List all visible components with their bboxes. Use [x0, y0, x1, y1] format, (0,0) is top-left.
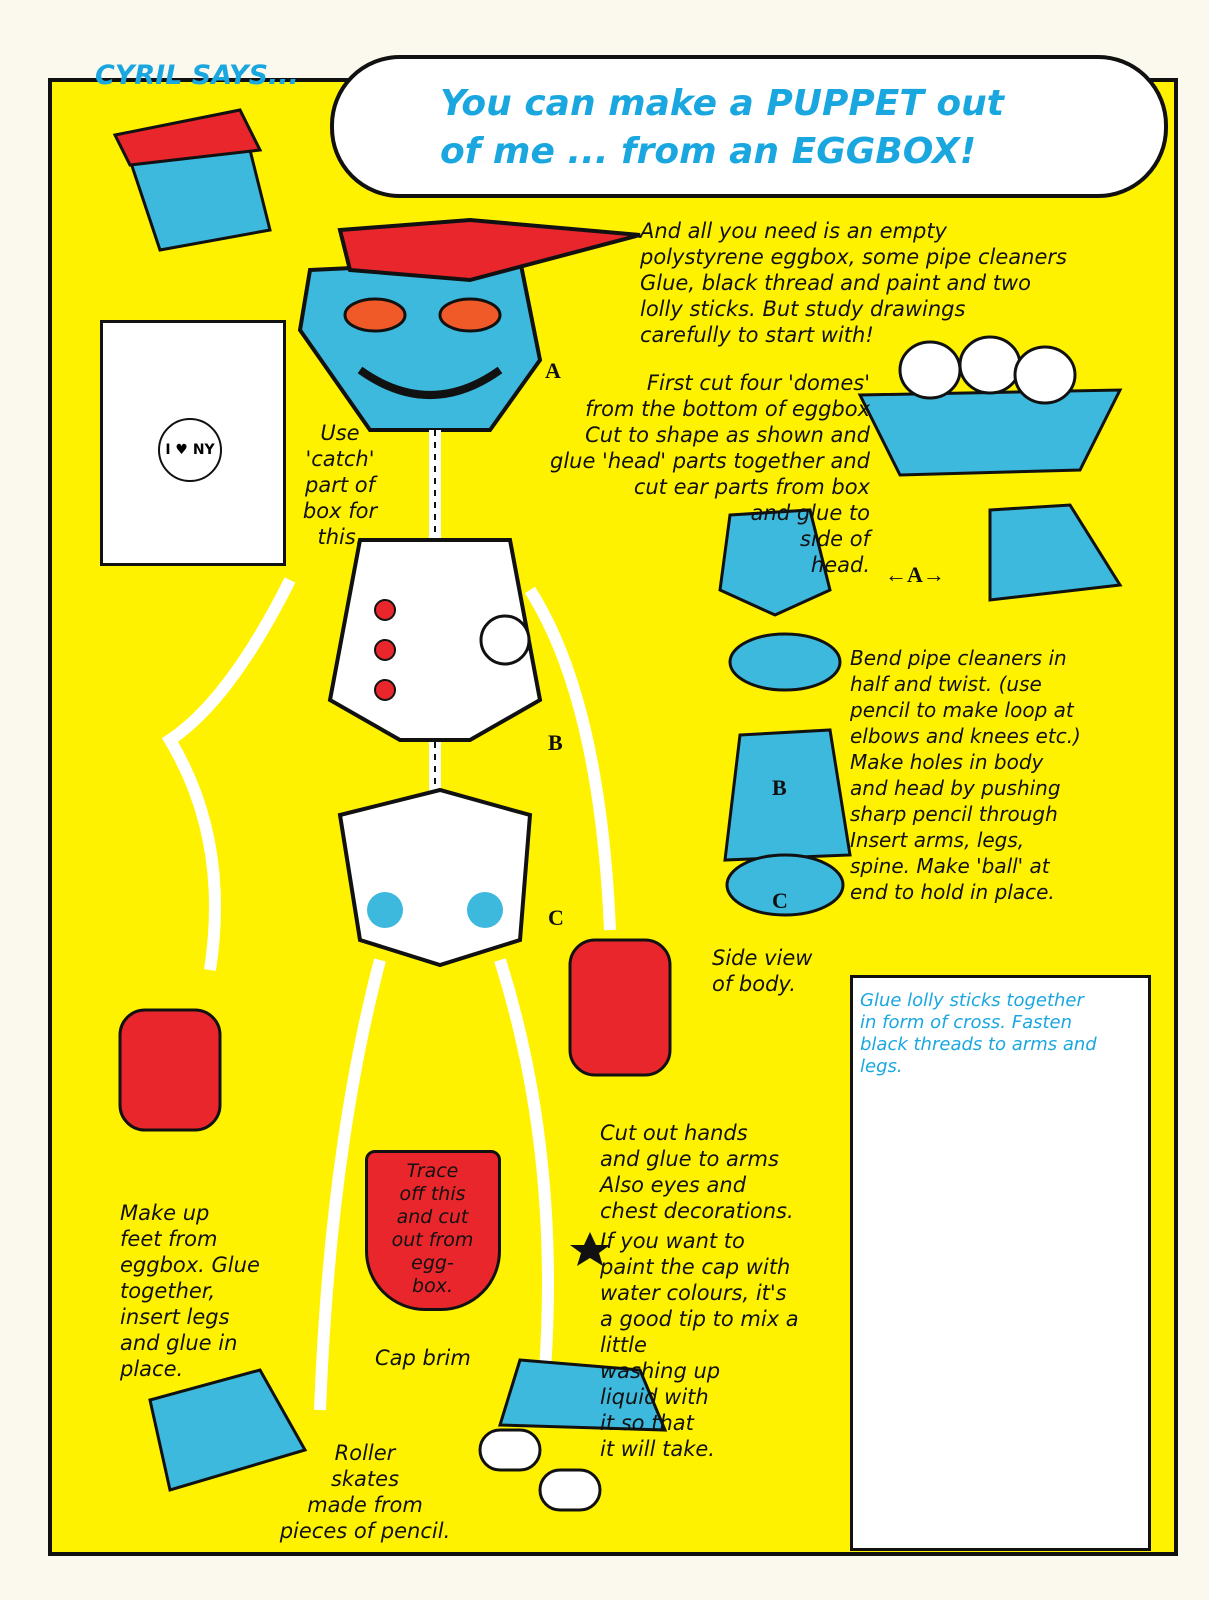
label-a-arrow: ←A→ — [885, 562, 945, 587]
ny-badge: I ♥ NY — [158, 418, 222, 482]
label-c: C — [548, 905, 564, 930]
eggbox-icon — [857, 335, 1123, 477]
label-b-part: B — [772, 775, 787, 800]
body-top-b — [327, 538, 543, 742]
label-c-part: C — [772, 888, 788, 913]
tip-text: If you want to paint the cap with water … — [600, 1229, 799, 1461]
speaker-label: CYRIL SAYS... — [95, 60, 299, 91]
marionette-box — [850, 975, 1151, 1551]
side-view-text: Side view of body. — [712, 946, 813, 996]
decorations-card: I ♥ NY — [100, 320, 286, 566]
pipe-cleaner-text: Bend pipe cleaners in half and twist. (u… — [850, 646, 1081, 904]
foot-block-icon — [148, 1368, 308, 1492]
page-title: You can make a PUPPET out of me ... from… — [440, 83, 1004, 172]
skates-text: Roller skates made from pieces of pencil… — [279, 1441, 451, 1543]
head-parts-icon — [718, 503, 1123, 917]
glove-right-icon — [568, 938, 672, 1077]
cap-brim-template — [365, 1150, 501, 1311]
intro-text: And all you need is an empty polystyrene… — [640, 219, 1067, 347]
brim-trace-text: Trace off this and cut out from egg- box… — [391, 1160, 474, 1297]
feet-text: Make up feet from eggbox. Glue together,… — [120, 1201, 260, 1381]
puppet-head — [297, 217, 641, 432]
speech-bubble — [330, 55, 1168, 198]
label-b: B — [548, 730, 563, 755]
label-a: A — [545, 358, 561, 383]
cross-text: Glue lolly sticks together in form of cr… — [860, 990, 1097, 1077]
glove-left-icon — [118, 1008, 222, 1132]
cyril-head-icon — [112, 108, 272, 252]
roller-skate-icon — [478, 1358, 668, 1512]
star-icon — [570, 1232, 610, 1266]
cap-brim-label: Cap brim — [375, 1346, 471, 1370]
step-a-text: First cut four 'domes' from the bottom o… — [549, 371, 870, 577]
body-bottom-c — [337, 787, 533, 968]
catch-text: Use 'catch' part of box for this. — [302, 421, 378, 549]
hands-text: Cut out hands and glue to arms Also eyes… — [600, 1121, 794, 1223]
